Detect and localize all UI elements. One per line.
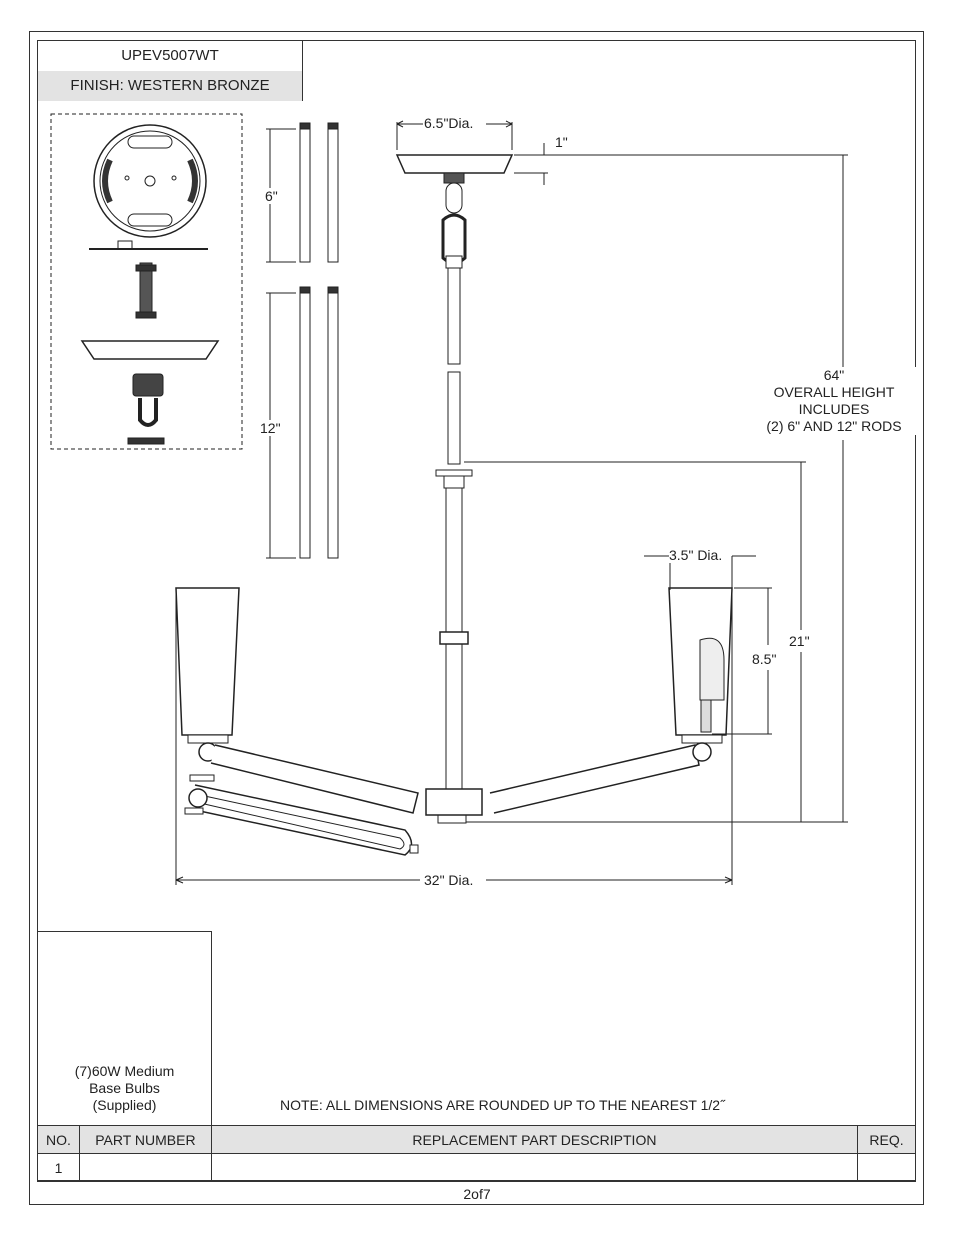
bulb-line-1: (7)60W Medium: [74, 1063, 175, 1079]
title-block: UPEV5007WT FINISH: WESTERN BRONZE: [37, 40, 303, 101]
canopy-diameter-label: 6.5"Dia.: [424, 115, 474, 131]
canopy-height-label: 1": [555, 134, 568, 150]
column-header-part-number: PART NUMBER: [78, 1125, 212, 1154]
table-header-row: NO. PART NUMBER REPLACEMENT PART DESCRIP…: [37, 1125, 916, 1154]
body-height-label: 21": [789, 633, 810, 649]
bulb-info-box: (7)60W Medium Base Bulbs (Supplied): [37, 931, 212, 1153]
model-number: UPEV5007WT: [38, 41, 302, 72]
overall-height-note: 64" OVERALL HEIGHT INCLUDES (2) 6" AND 1…: [750, 367, 918, 435]
outer-frame: [29, 31, 924, 1205]
column-header-description: REPLACEMENT PART DESCRIPTION: [210, 1125, 859, 1154]
row-description: [210, 1153, 859, 1182]
left-shade: [175, 587, 419, 814]
overall-height-line1: OVERALL HEIGHT: [773, 384, 895, 400]
rod-short-label: 6": [265, 188, 278, 204]
row-req: [857, 1153, 916, 1182]
rod-long-label: 12": [260, 420, 281, 436]
overall-height-line2: INCLUDES: [798, 401, 870, 417]
page-number: 2of7: [463, 1186, 491, 1202]
fixture-diameter-label: 32" Dia.: [424, 872, 474, 888]
column-header-no: NO.: [37, 1125, 80, 1154]
mounting-hardware-kit: [50, 113, 243, 450]
row-part-number: [78, 1153, 212, 1182]
dimensions-note: NOTE: ALL DIMENSIONS ARE ROUNDED UP TO T…: [280, 1097, 725, 1113]
overall-height-line3: (2) 6" AND 12" RODS: [766, 418, 902, 434]
bulb-line-3: (Supplied): [92, 1097, 157, 1113]
overall-height-value: 64": [823, 367, 845, 383]
chain-and-stem: [425, 172, 848, 824]
right-shade: [489, 555, 772, 885]
bulb-line-2: Base Bulbs: [89, 1080, 160, 1096]
row-no: 1: [37, 1153, 80, 1182]
canopy: [395, 120, 848, 185]
dimension-lines: [175, 155, 844, 885]
shade-height-label: 8.5": [752, 651, 777, 667]
column-header-req: REQ.: [857, 1125, 916, 1154]
table-row: 1: [37, 1153, 916, 1182]
left-arm-detached: [184, 774, 419, 856]
bulb-caption: (7)60W Medium Base Bulbs (Supplied): [38, 1063, 211, 1114]
replacement-parts-table: NO. PART NUMBER REPLACEMENT PART DESCRIP…: [37, 1125, 916, 1182]
finish-label: FINISH: WESTERN BRONZE: [38, 71, 302, 101]
shade-diameter-label: 3.5" Dia.: [669, 547, 723, 563]
